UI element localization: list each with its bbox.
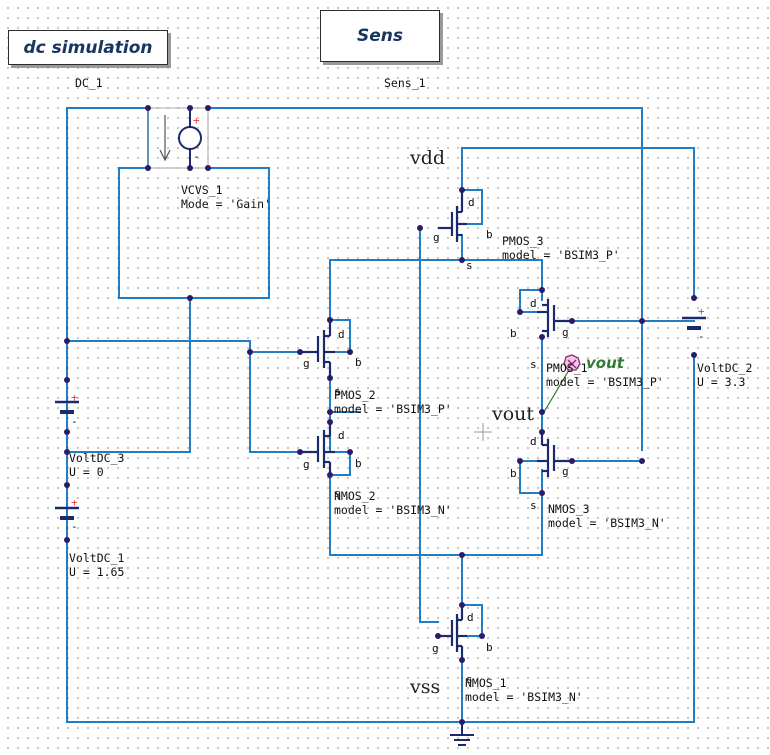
nmos2-pin-b: b (355, 457, 362, 470)
sens-instance-label: Sens_1 (384, 76, 426, 90)
net-label-vout: vout (492, 403, 535, 425)
ground-icon (450, 722, 474, 746)
pmos1-pin-g: g (562, 326, 569, 339)
pmos2-pin-g: g (303, 357, 310, 370)
dc-instance-label: DC_1 (75, 76, 103, 90)
pmos1-param: model = 'BSIM3_P' (546, 375, 664, 389)
pmos3-pin-b: b (486, 228, 493, 241)
nmos1-name: NMOS_1 (465, 676, 507, 690)
dc-simulation-block[interactable]: dc simulation (8, 30, 168, 65)
nmos1-pin-g: g (432, 642, 439, 655)
wire-pmos3-gate (419, 227, 439, 623)
voltdc1-name: VoltDC_1 (69, 551, 125, 565)
net-label-vdd: vdd (410, 147, 446, 169)
pmos3-transistor[interactable] (438, 190, 467, 242)
nmos3-pin-s: s (530, 499, 537, 512)
probe-marker-icon[interactable] (563, 354, 581, 371)
voltdc2-plus-mark: + (698, 305, 705, 318)
pmos3-pin-d: d (468, 196, 475, 209)
wire-vcvs-out (66, 297, 191, 453)
voltdc3-param: U = 0 (69, 465, 104, 479)
wire-pmos3-body (461, 189, 483, 225)
battery-voltdc3[interactable] (55, 400, 79, 414)
nmos1-pin-s: s (466, 673, 473, 686)
wire-outer-loop (66, 107, 695, 723)
dc-simulation-title: dc simulation (23, 37, 153, 58)
vcvs1-name: VCVS_1 (181, 183, 223, 197)
vcvs-component[interactable] (147, 107, 209, 169)
pmos2-param: model = 'BSIM3_P' (334, 402, 452, 416)
pmos3-param: model = 'BSIM3_P' (502, 248, 620, 262)
nmos2-pin-s: s (334, 487, 341, 500)
wires (66, 107, 695, 723)
net-label-vss: vss (410, 676, 441, 698)
pmos2-pin-b: b (355, 356, 362, 369)
voltdc3-minus-mark: - (71, 415, 78, 428)
wire-pmos2-body (329, 319, 351, 353)
nmos3-transistor[interactable] (537, 432, 572, 477)
pmos2-pin-d: d (338, 328, 345, 341)
nmos1-transistor[interactable] (438, 605, 467, 660)
wire-nmos3 (519, 460, 543, 556)
voltdc2-name: VoltDC_2 (697, 361, 753, 375)
pmos1-pin-d: d (530, 297, 537, 310)
nmos3-param: model = 'BSIM3_N' (548, 516, 666, 530)
vcvs-minus-mark: - (193, 150, 200, 163)
vcvs-source-icon (178, 126, 202, 150)
nmos3-pin-d: d (530, 435, 537, 448)
voltdc3-name: VoltDC_3 (69, 451, 125, 465)
vcvs1-param: Mode = 'Gain' (181, 197, 272, 211)
pmos3-pin-s: s (466, 259, 473, 272)
voltdc1-minus-mark: - (71, 520, 78, 533)
voltdc2-param: U = 3.3 (697, 375, 746, 389)
vcvs-frame (147, 107, 209, 169)
pmos2-name: PMOS_2 (334, 388, 376, 402)
junction-dots (64, 105, 697, 725)
voltdc1-plus-mark: + (71, 496, 78, 509)
pmos1-pin-b: b (510, 327, 517, 340)
nmos2-pin-d: d (338, 429, 345, 442)
probe-label-vout[interactable]: vout (586, 354, 624, 372)
pmos1-name: PMOS_1 (546, 361, 588, 375)
wire-input (66, 340, 301, 453)
nmos2-param: model = 'BSIM3_N' (334, 503, 452, 517)
pmos3-pin-g: g (433, 231, 440, 244)
voltdc2-minus-mark: - (698, 330, 705, 343)
wire-vdd-rail (461, 147, 695, 299)
wire-top (66, 107, 643, 451)
pmos2-pin-s: s (334, 385, 341, 398)
battery-voltdc2[interactable] (682, 316, 706, 330)
sens-block[interactable]: Sens (320, 10, 440, 62)
voltdc3-plus-mark: + (71, 391, 78, 404)
nmos1-pin-d: d (467, 611, 474, 624)
vcvs-arrow-icon (159, 149, 171, 162)
nmos3-pin-g: g (562, 465, 569, 478)
nmos1-param: model = 'BSIM3_N' (465, 690, 583, 704)
nmos2-pin-g: g (303, 458, 310, 471)
wire-node-a (329, 259, 543, 423)
nmos3-pin-b: b (510, 467, 517, 480)
voltdc1-param: U = 1.65 (69, 565, 125, 579)
nmos1-pin-b: b (486, 641, 493, 654)
sens-title: Sens (357, 26, 403, 46)
pmos3-name: PMOS_3 (502, 234, 544, 248)
nmos2-name: NMOS_2 (334, 489, 376, 503)
wire-nmos1-body (461, 604, 483, 637)
crosshair-cursor-icon (474, 423, 492, 441)
pmos1-pin-s: s (530, 358, 537, 371)
vcvs-plus-mark: + (193, 114, 200, 127)
probe-leader-line (543, 364, 573, 413)
nmos3-name: NMOS_3 (548, 502, 590, 516)
battery-voltdc1[interactable] (55, 506, 79, 520)
